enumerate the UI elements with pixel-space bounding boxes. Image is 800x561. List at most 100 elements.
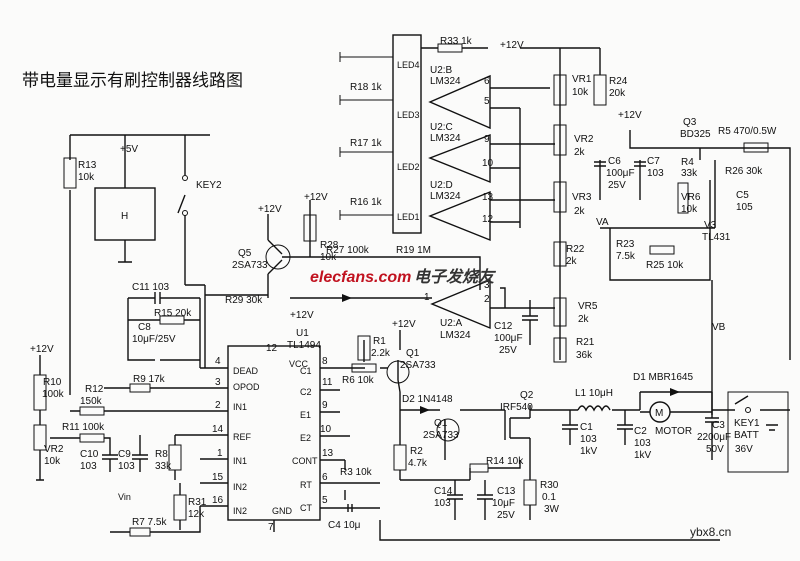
vr5-val: 2k [578,314,590,325]
q1-top-ref: Q1 [406,348,420,359]
label-plus12v-r1: +12V [392,319,416,330]
opamp-u2a [430,278,491,330]
opamp-u2d [428,190,491,242]
vr2-val: 10k [44,456,61,467]
r30-rating: 3W [544,504,560,515]
motor-symbol: M [655,408,663,419]
u2c-label: U2:C [430,122,453,133]
vr5-ref: VR5 [578,301,598,312]
u1-rt: RT [300,480,312,490]
u2a-label: U2:A [440,318,463,329]
u1-gnd: GND [272,506,293,516]
u1-in1p: IN1 [233,402,247,412]
r30-val: 0.1 [542,492,556,503]
label-plus12v-top: +12V [500,40,524,51]
u1-pin-5: 5 [322,495,328,506]
r23-ref: R23 [616,239,635,250]
transistor-q5 [265,244,291,270]
r12-ref: R12 [85,384,104,395]
c13-val: 10μF [492,498,515,509]
diode-d1 [670,388,680,396]
c3-volt: 50V [706,444,724,455]
u2d-type: LM324 [430,191,461,202]
u2a-type: LM324 [440,330,471,341]
r15-label: R15 20k [154,308,192,319]
q3-type: BD325 [680,129,711,140]
r22-val: 2k [566,256,578,267]
pin-9: 9 [484,134,490,145]
pin-13: 13 [482,192,494,203]
motor-label: MOTOR [655,426,692,437]
led3-label: LED3 [397,110,420,120]
u2d-label: U2:D [430,180,453,191]
c1-ref: C1 [580,422,593,433]
r29-label: R29 30k [225,295,263,306]
u1-opod: OPOD [233,382,260,392]
key1-label: KEY1 [734,418,760,429]
r10-ref: R10 [43,377,62,388]
q1-top-type: 2SA733 [400,360,436,371]
batt-label: BATT [734,430,759,441]
r17-label: R17 1k [350,138,383,149]
label-plus12v-r28: +12V [304,192,328,203]
c2-ref: C2 [634,426,647,437]
r26-label: R26 30k [725,166,763,177]
v3-type: TL431 [702,232,731,243]
c12-ref: C12 [494,321,513,332]
r23-val: 7.5k [616,251,636,262]
r25-label: R25 10k [646,260,684,271]
inductor-l1 [577,405,611,412]
pin-12-u1: 12 [266,343,278,354]
pin-3: 3 [484,280,490,291]
resistor-r13 [63,157,77,189]
va-label: VA [596,217,609,228]
battery-key1-box [727,391,789,473]
led4-label: LED4 [397,60,420,70]
q5-ref: Q5 [238,248,252,259]
u1-ref-pin: REF [233,432,252,442]
q2-type: IRF540 [500,402,533,413]
vr2-top-ref: VR2 [574,134,594,145]
r4-ref: R4 [681,157,694,168]
u1-in2p: IN2 [233,482,247,492]
c4-label: C4 10μ [328,520,361,531]
c5-val: 105 [736,202,753,213]
pin-2: 2 [484,294,490,305]
diode-d2 [420,406,430,414]
r3-label: R3 10k [340,467,373,478]
u1-pin-8: 8 [322,356,328,367]
opamp-u2b [428,74,491,130]
c5-ref: C5 [736,190,749,201]
c13-ref: C13 [497,486,516,497]
diagram-title: 带电量显示有刷控制器线路图 [22,71,243,91]
q2-ref: Q2 [520,390,534,401]
u1-pin-7: 7 [268,522,274,533]
u1-type: TL1494 [287,340,321,351]
r11-label: R11 100k [62,422,105,433]
u1-dead: DEAD [233,366,259,376]
vr1-val: 10k [572,87,589,98]
r16-label: R16 1k [350,197,383,208]
r1-val: 2.2k [371,348,391,359]
c1-val: 103 [580,434,597,445]
r13-val: 10k [78,172,95,183]
r2-val: 4.7k [408,458,428,469]
r10-val: 100k [42,389,65,400]
r24-val: 20k [609,88,626,99]
c6-ref: C6 [608,156,621,167]
c3-ref: C3 [712,420,725,431]
vr6-val: 10k [681,204,698,215]
r8-val: 33k [155,461,172,472]
vb-label: VB [712,322,726,333]
transistor-q1-low [436,418,460,442]
hall-sensor-label: H [121,211,128,222]
c6-val: 100μF [606,168,635,179]
c8-val: 10μF/25V [132,334,176,345]
u1-ct: CT [300,503,312,513]
pin-10: 10 [482,158,494,169]
c12-val: 100μF [494,333,523,344]
q1-low-type: 2SA733 [423,430,459,441]
u2c-type: LM324 [430,133,461,144]
